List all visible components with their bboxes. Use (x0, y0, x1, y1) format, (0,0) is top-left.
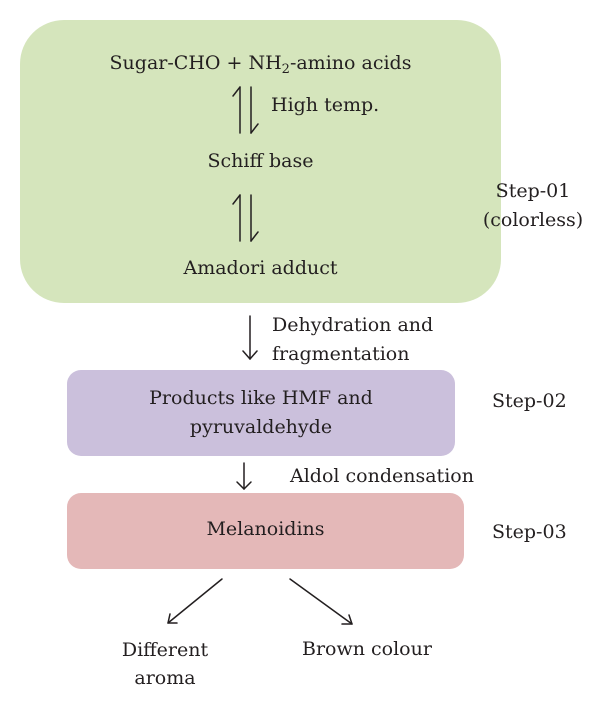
step2-label: Step-02 (492, 390, 567, 412)
outcome-brown-colour: Brown colour (302, 638, 432, 660)
diagonal-arrow-left (167, 578, 223, 624)
reactants-label: Sugar-CHO + NH2-amino acids (109, 52, 412, 77)
down-arrow-2 (236, 462, 252, 490)
step2-box (67, 370, 455, 456)
diagonal-arrow-right (289, 578, 353, 625)
equilibrium-arrow-1 (232, 86, 259, 134)
schiff-base-label: Schiff base (207, 150, 314, 172)
step3-label: Step-03 (492, 521, 567, 543)
step3-text: Melanoidins (206, 518, 325, 540)
equilibrium-arrow-2 (232, 194, 259, 242)
step3-box (67, 493, 464, 569)
transition2-label: Aldol condensation (290, 465, 474, 487)
amadori-adduct-label: Amadori adduct (183, 257, 338, 279)
step1-box (20, 20, 501, 303)
step1-label: Step-01(colorless) (482, 180, 584, 231)
down-arrow-1 (242, 315, 258, 360)
condition-label: High temp. (271, 94, 380, 116)
